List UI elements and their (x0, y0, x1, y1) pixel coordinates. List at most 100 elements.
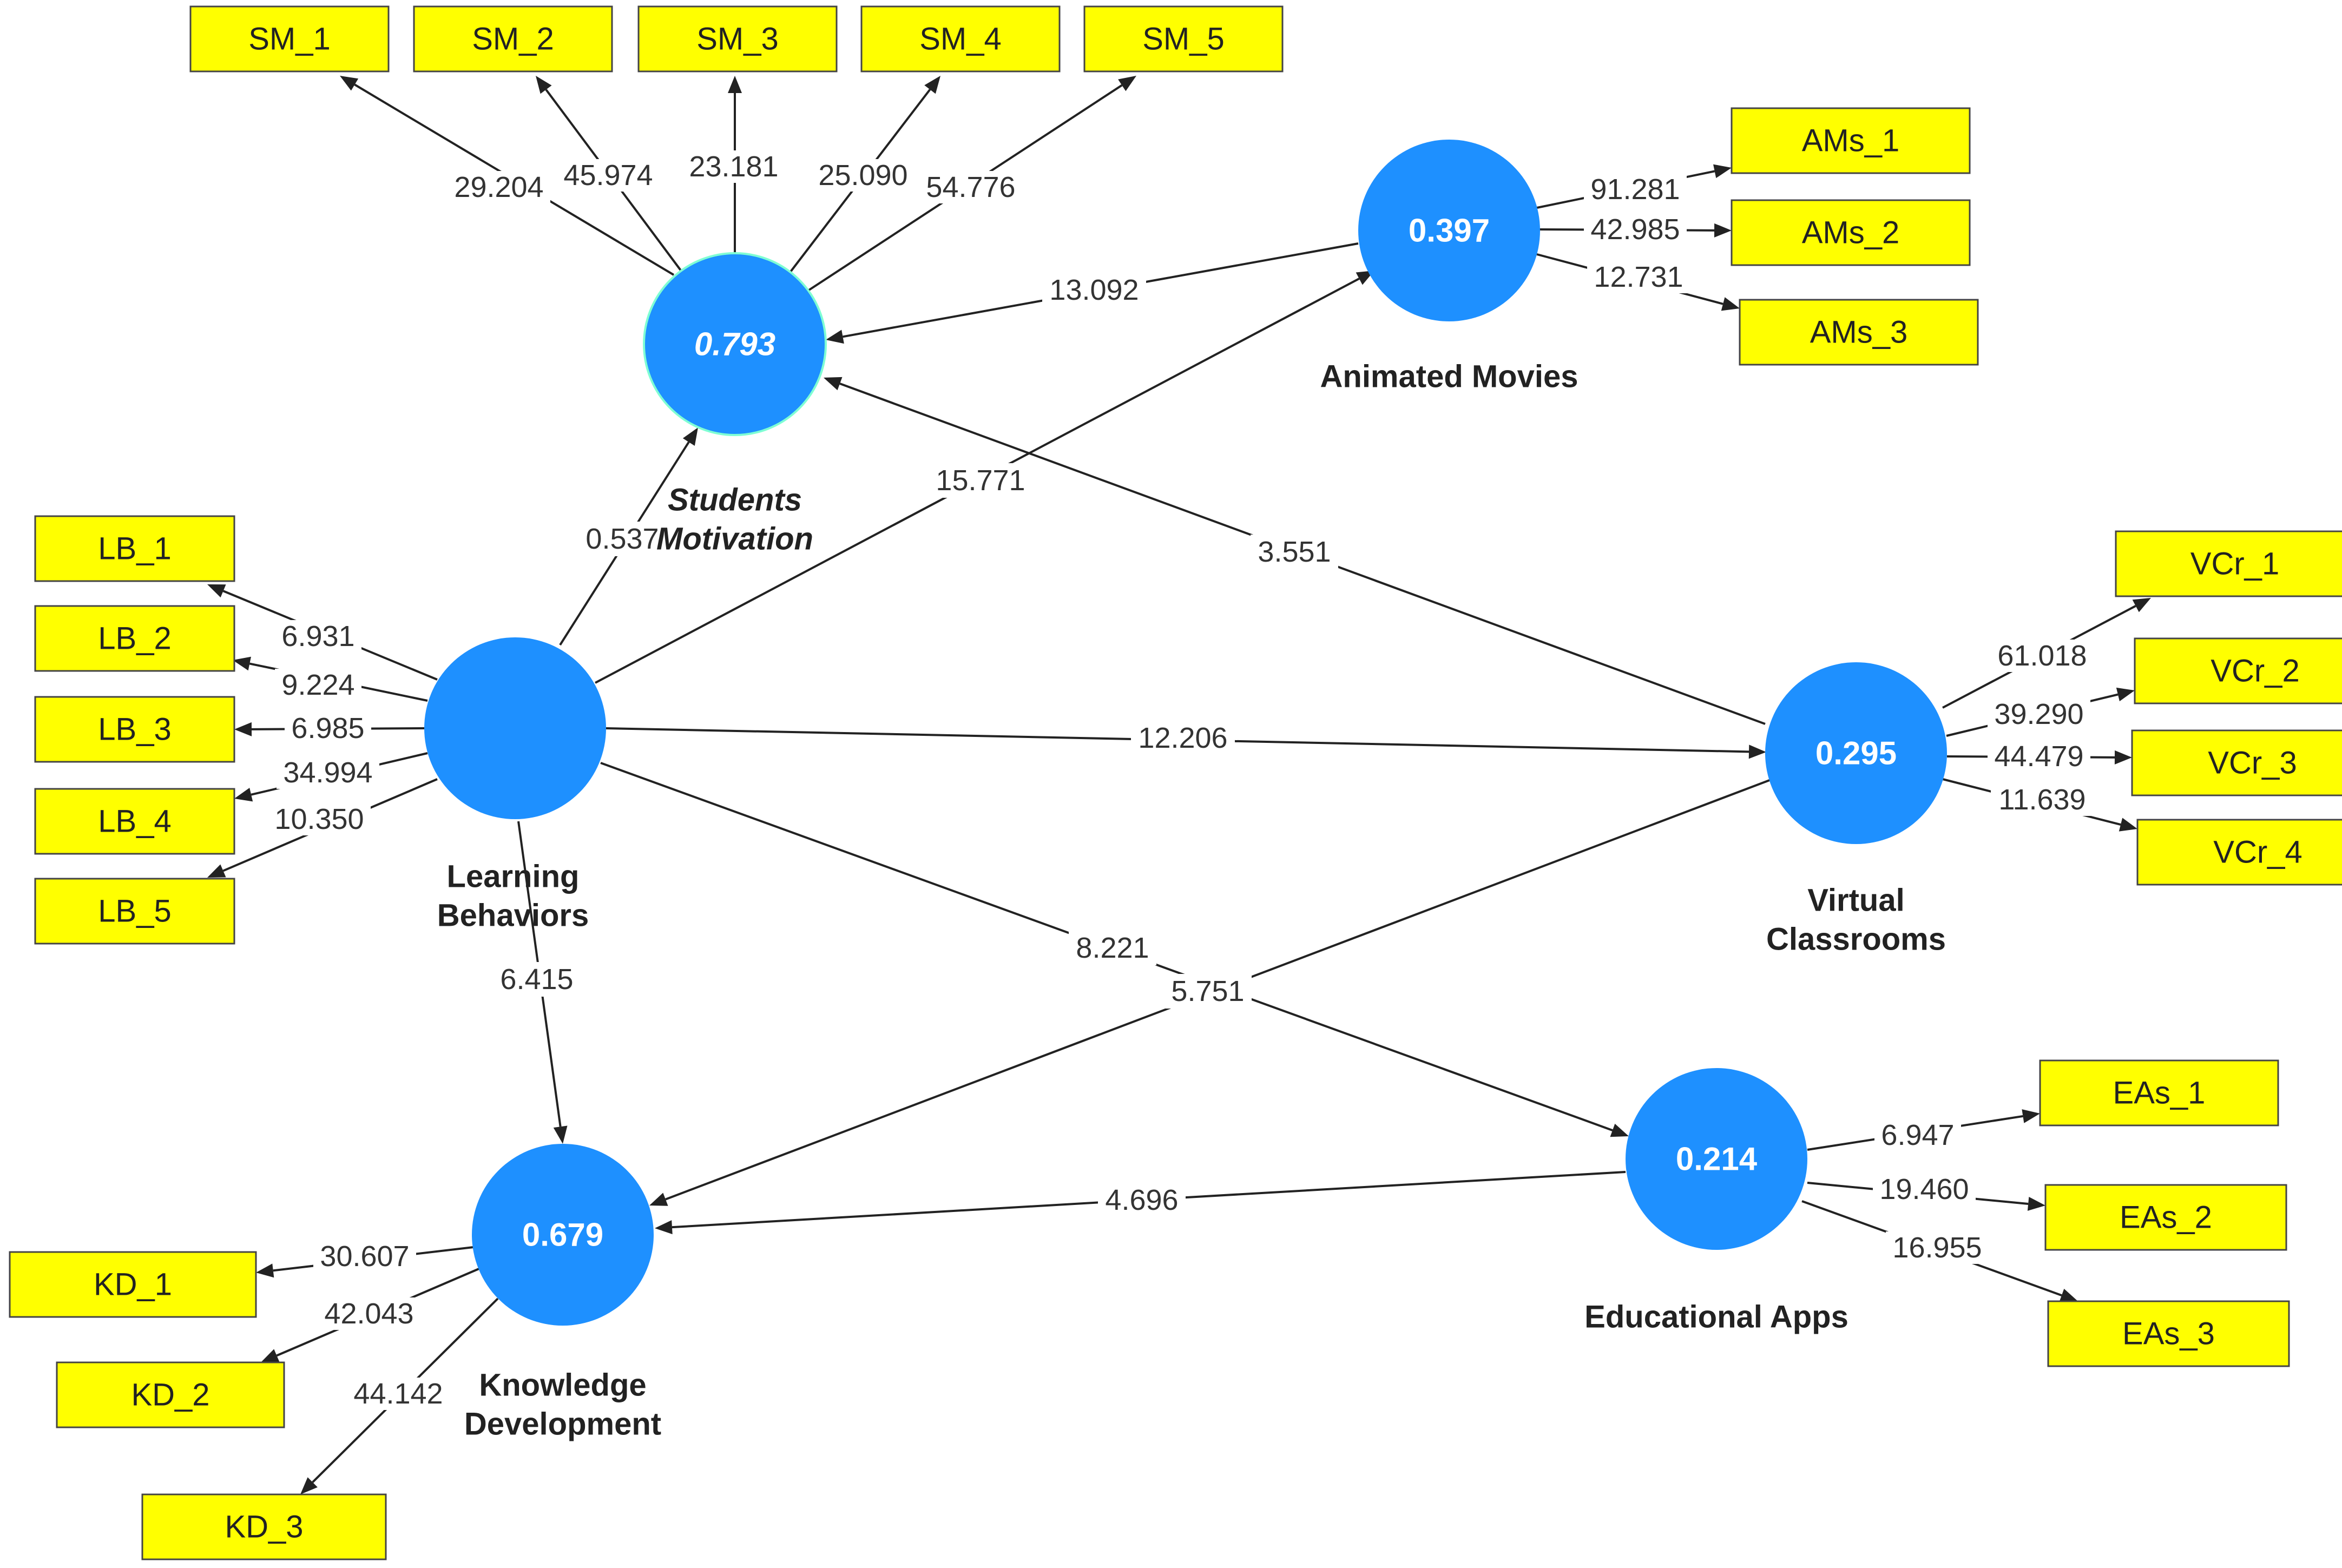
indicator-box-KD_1 (9, 1251, 257, 1318)
indicator-box-SM_3 (637, 5, 838, 73)
indicator-box-KD_3 (141, 1493, 387, 1560)
indicator-box-EAs_2 (2044, 1184, 2287, 1251)
loading-label-bg (1874, 1119, 1961, 1151)
loading-value-VCr_4: 11.639 (1998, 783, 2086, 816)
labels-layer: 13.0920.53715.7713.55112.2068.2215.7516.… (268, 150, 2094, 1442)
path-vc-sm-arrowhead (824, 377, 843, 391)
loading-KD_3-arrowhead (300, 1477, 318, 1494)
loading-label-bg (1587, 261, 1690, 293)
loading-label-bg (1584, 213, 1687, 246)
indicator-label-LB_4: LB_4 (98, 804, 171, 839)
loading-value-SM_2: 45.974 (563, 159, 653, 192)
loading-label-bg (313, 1240, 416, 1273)
loading-label-bg (1991, 783, 2094, 816)
construct-r2-ea: 0.214 (1676, 1141, 1758, 1177)
indicator-label-AMs_1: AMs_1 (1802, 123, 1900, 159)
indicator-label-SM_4: SM_4 (919, 22, 1002, 57)
loading-label-bg (682, 150, 785, 183)
path-coefficient-vc-sm: 3.551 (1258, 536, 1331, 568)
loading-label-bg (275, 669, 361, 701)
loading-VCr_1-arrowhead (2132, 598, 2151, 612)
loading-label-bg (812, 159, 915, 192)
loading-EAs_3-arrowhead (2059, 1288, 2078, 1302)
path-ea-kd-arrowhead (655, 1220, 673, 1235)
indicator-label-SM_2: SM_2 (472, 22, 554, 57)
loading-value-KD_2: 42.043 (324, 1297, 413, 1330)
indicator-box-LB_1 (34, 515, 235, 582)
indicator-box-SM_1 (189, 5, 390, 73)
indicator-label-AMs_2: AMs_2 (1802, 215, 1900, 251)
construct-name-lb: Behaviors (437, 898, 589, 933)
path-lb-ea-arrowhead (1610, 1123, 1629, 1137)
loading-value-SM_4: 25.090 (818, 159, 907, 192)
indicator-box-LB_2 (34, 605, 235, 672)
loading-label-bg (1584, 173, 1687, 206)
indicator-box-AMs_1 (1731, 107, 1971, 174)
loading-value-SM_1: 29.204 (454, 171, 543, 203)
indicator-label-LB_1: LB_1 (98, 531, 171, 566)
loading-label-bg (1873, 1173, 1976, 1205)
loading-VCr_4-arrowhead (2119, 818, 2137, 832)
indicator-box-VCr_3 (2131, 729, 2342, 796)
construct-name-ea: Educational Apps (1584, 1300, 1848, 1335)
loading-label-bg (275, 620, 361, 653)
loading-value-VCr_2: 39.290 (1994, 698, 2083, 730)
path-label-bg (1164, 974, 1252, 1009)
indicator-label-EAs_3: EAs_3 (2122, 1316, 2215, 1352)
indicator-label-EAs_1: EAs_1 (2113, 1076, 2206, 1111)
path-coefficient-vc-kd: 5.751 (1171, 975, 1244, 1007)
indicator-label-KD_3: KD_3 (225, 1510, 303, 1545)
indicator-label-SM_1: SM_1 (248, 22, 331, 57)
indicator-box-EAs_1 (2039, 1059, 2279, 1126)
loading-value-AMs_3: 12.731 (1594, 261, 1683, 293)
path-lb-kd-arrowhead (553, 1125, 568, 1144)
indicator-label-SM_5: SM_5 (1142, 22, 1225, 57)
loading-value-KD_1: 30.607 (320, 1240, 409, 1273)
loading-value-AMs_1: 91.281 (1590, 173, 1680, 206)
path-label-bg (1042, 273, 1146, 307)
loading-label-bg (268, 803, 371, 835)
loading-value-EAs_3: 16.955 (1892, 1231, 1982, 1264)
path-coefficient-ea-kd: 4.696 (1105, 1184, 1178, 1216)
loading-LB_1-arrowhead (207, 584, 226, 598)
path-coefficient-am-sm: 13.092 (1049, 274, 1139, 306)
indicator-box-SM_4 (860, 5, 1061, 73)
indicator-box-VCr_4 (2136, 819, 2342, 886)
indicator-box-VCr_1 (2115, 530, 2342, 597)
loading-AMs_3-arrowhead (1721, 297, 1740, 311)
loading-KD_2-arrowhead (261, 1349, 280, 1362)
indicator-box-AMs_2 (1731, 199, 1971, 266)
indicator-label-VCr_1: VCr_1 (2190, 546, 2279, 582)
loading-value-LB_3: 6.985 (291, 712, 364, 745)
indicator-label-LB_3: LB_3 (98, 712, 171, 747)
indicator-label-VCr_4: VCr_4 (2213, 835, 2302, 870)
loading-value-EAs_1: 6.947 (1881, 1119, 1954, 1151)
indicator-label-EAs_2: EAs_2 (2120, 1200, 2212, 1235)
construct-circle-ea (1626, 1068, 1807, 1250)
path-label-bg (1131, 721, 1235, 755)
loading-label-bg (1988, 698, 2090, 730)
indicator-box-AMs_3 (1739, 299, 1979, 366)
path-vc-kd-arrowhead (649, 1193, 668, 1206)
construct-circle-am (1358, 140, 1540, 321)
indicator-label-LB_2: LB_2 (98, 621, 171, 656)
construct-circle-lb (424, 637, 606, 819)
loading-EAs_1-arrowhead (2022, 1109, 2040, 1123)
loading-VCr_2-arrowhead (2116, 687, 2135, 702)
indicator-box-LB_3 (34, 696, 235, 763)
loading-label-bg (318, 1297, 420, 1330)
path-coefficient-lb-am: 15.771 (936, 464, 1025, 497)
indicator-label-KD_2: KD_2 (131, 1378, 209, 1413)
loading-SM_5-arrowhead (1118, 76, 1136, 91)
loading-LB_4-arrowhead (234, 788, 253, 802)
indicator-box-LB_5 (34, 878, 235, 945)
indicator-box-SM_2 (413, 5, 613, 73)
loading-LB_5-arrowhead (207, 864, 226, 878)
loading-VCr_3-arrowhead (2114, 750, 2132, 765)
indicator-box-SM_5 (1083, 5, 1284, 73)
path-lb-vc-arrowhead (1748, 745, 1766, 759)
loading-label-bg (285, 712, 371, 745)
indicator-label-AMs_3: AMs_3 (1810, 315, 1908, 350)
